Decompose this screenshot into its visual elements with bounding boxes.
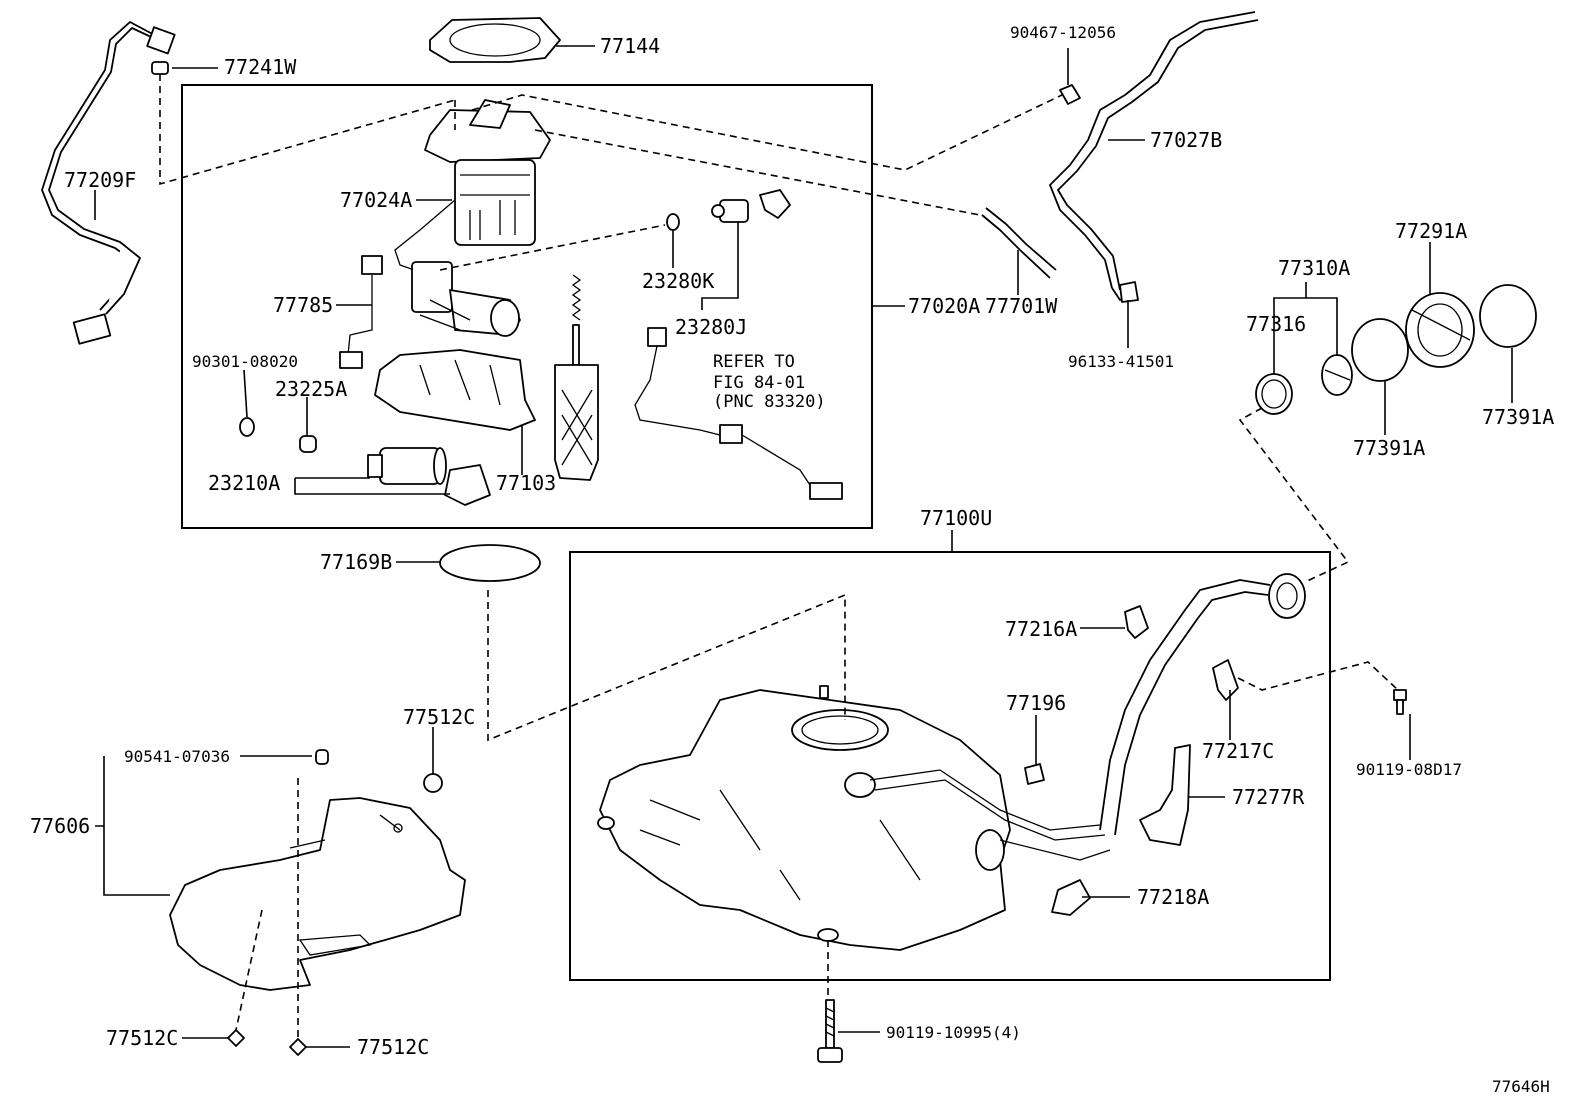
label-77196: 77196: [1006, 691, 1066, 715]
label-77209F: 77209F: [64, 168, 136, 192]
label-77218A: 77218A: [1137, 885, 1209, 909]
sender-gauge: [554, 274, 599, 481]
fuel-pump-77024A: [424, 99, 551, 246]
wire-harness-77785: [339, 255, 383, 369]
refer-note: REFER TO FIG 84-01 (PNC 83320): [713, 352, 826, 412]
label-23280J: 23280J: [675, 315, 747, 339]
filter-23225A: [299, 435, 317, 453]
label-96133-41501: 96133-41501: [1068, 352, 1174, 371]
filler-pipe: [1099, 573, 1306, 836]
label-77310A: 77310A: [1278, 256, 1350, 280]
refer-note-line3: (PNC 83320): [713, 392, 826, 412]
label-90541-07036: 90541-07036: [124, 747, 230, 766]
gasket-77169B: [439, 544, 541, 582]
label-77512C-br: 77512C: [357, 1035, 429, 1059]
dashed-lines: [159, 74, 1399, 1040]
hose-77701W: [981, 207, 1057, 279]
label-90119-10995: 90119-10995(4): [886, 1023, 1021, 1042]
label-77277R: 77277R: [1232, 785, 1305, 809]
fuel-hose-77027B: [1049, 11, 1259, 301]
label-77512C-bl: 77512C: [106, 1026, 178, 1050]
retainer-ring-77144: [429, 17, 561, 63]
bracket-77277R: [1139, 744, 1191, 846]
label-77027B: 77027B: [1150, 128, 1222, 152]
label-77103: 77103: [496, 471, 556, 495]
clamp-96133-41501: [1119, 281, 1139, 303]
vent-hose-77209F: [41, 21, 176, 345]
figure-id: 77646H: [1492, 1077, 1550, 1096]
pressure-regulator-23280J: [711, 189, 791, 223]
label-90467-12056: 90467-12056: [1010, 23, 1116, 42]
label-77785: 77785: [273, 293, 333, 317]
label-77291A: 77291A: [1395, 219, 1467, 243]
label-90119-08D17: 90119-08D17: [1356, 760, 1462, 779]
label-23280K: 23280K: [642, 269, 714, 293]
part-labels: 77241W 77144 90467-12056 77209F 77024A 7…: [30, 23, 1554, 1096]
label-77241W: 77241W: [224, 55, 297, 79]
bracket-77218A: [1051, 879, 1091, 916]
refer-note-line2: FIG 84-01: [713, 373, 805, 393]
cap-77310A: [1321, 354, 1353, 396]
label-23210A: 23210A: [208, 471, 280, 495]
pump-module-lower: [394, 199, 521, 337]
grommet-77512C-bl: [227, 1029, 245, 1047]
bracket-77217C: [1212, 659, 1239, 701]
fuel-inlet-box-77291A: [1405, 292, 1475, 368]
grommet-77512C-top: [423, 773, 443, 793]
label-77169B: 77169B: [320, 550, 392, 574]
clip-77241W: [151, 61, 169, 75]
label-77606: 77606: [30, 814, 90, 838]
label-77391A-left: 77391A: [1353, 436, 1425, 460]
label-77024A: 77024A: [340, 188, 412, 212]
protector-77606: [169, 797, 466, 991]
gasket-77391A-left: [1351, 318, 1409, 382]
sender-wire-harness: [634, 327, 843, 500]
gasket-77391A-right: [1479, 284, 1537, 348]
fuel-tank-77100U: [597, 685, 1111, 951]
label-77512C-top: 77512C: [403, 705, 475, 729]
o-ring-90301-08020: [239, 417, 255, 437]
label-77391A-right: 77391A: [1482, 405, 1554, 429]
label-90301-08020: 90301-08020: [192, 352, 298, 371]
clip-90467-12056: [1059, 84, 1081, 105]
label-77020A: 77020A: [908, 294, 980, 318]
fuel-tank-assembly-box: [569, 551, 1331, 981]
cushion-77196: [1024, 763, 1045, 785]
label-77100U: 77100U: [920, 506, 992, 530]
pump-bracket-77103: [374, 349, 536, 431]
pump-motor-23210A: [367, 447, 491, 506]
bracket-77216A: [1124, 605, 1149, 639]
o-ring-23280K: [666, 213, 680, 231]
bolt-90119-10995: [817, 999, 843, 1063]
clip-90541-07036: [315, 749, 329, 765]
label-77701W: 77701W: [985, 294, 1058, 318]
label-77316: 77316: [1246, 312, 1306, 336]
refer-note-line1: REFER TO: [713, 352, 795, 372]
label-77217C: 77217C: [1202, 739, 1274, 763]
label-77216A: 77216A: [1005, 617, 1077, 641]
bolt-90119-08D17: [1393, 689, 1407, 715]
grommet-77512C-br: [289, 1038, 307, 1056]
leader-lines: [94, 45, 1513, 1048]
gasket-77316: [1255, 373, 1293, 415]
label-23225A: 23225A: [275, 377, 347, 401]
label-77144: 77144: [600, 34, 660, 58]
